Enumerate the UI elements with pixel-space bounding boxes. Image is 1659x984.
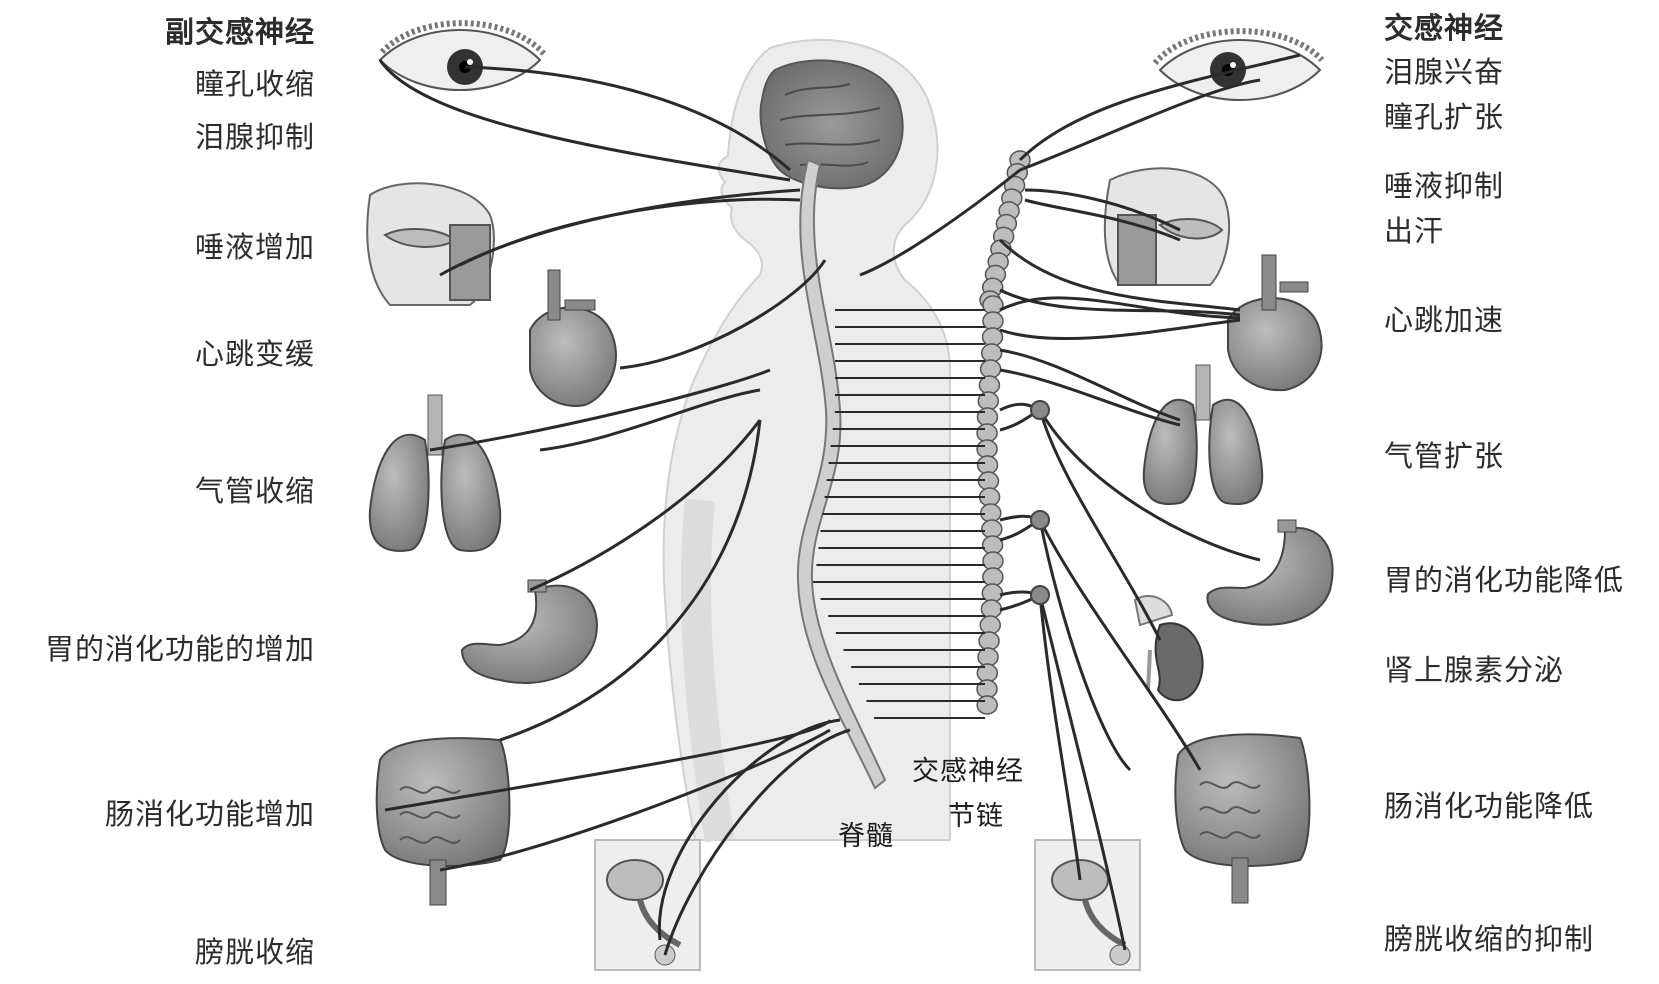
lungs-icon bbox=[370, 395, 500, 551]
ganglion-node bbox=[980, 616, 1000, 634]
heart-icon-right bbox=[1228, 255, 1322, 390]
effect-bronchi-constrict: 气管收缩 bbox=[195, 477, 315, 506]
bladder-icon-right bbox=[1035, 840, 1140, 970]
intestine-icon bbox=[377, 738, 510, 905]
effect-bladder-contract: 膀胱收缩 bbox=[195, 938, 315, 967]
stomach-icon-right bbox=[1207, 520, 1332, 625]
effect-adrenaline-secretion: 肾上腺素分泌 bbox=[1384, 656, 1564, 685]
sympathetic-chain-label-line2: 节链 bbox=[948, 803, 1004, 830]
mouth-icon bbox=[367, 183, 494, 305]
heart-icon bbox=[530, 270, 616, 406]
eye-icon-right bbox=[1155, 31, 1322, 100]
parasympathetic-title: 副交感神经 bbox=[165, 18, 315, 47]
effect-bronchi-dilate: 气管扩张 bbox=[1384, 442, 1504, 471]
ganglion-node bbox=[977, 696, 997, 714]
effect-heart-slow: 心跳变缓 bbox=[195, 340, 315, 369]
sympathetic-title: 交感神经 bbox=[1384, 14, 1504, 43]
effect-intestine-decrease: 肠消化功能降低 bbox=[1384, 792, 1594, 821]
effect-pupil-dilate: 瞳孔扩张 bbox=[1384, 103, 1504, 132]
effect-lacrimal-excite: 泪腺兴奋 bbox=[1384, 58, 1504, 87]
effect-bladder-inhibit: 膀胱收缩的抑制 bbox=[1384, 925, 1594, 954]
sympathetic-chain-label-line1: 交感神经 bbox=[912, 758, 1024, 785]
mouth-icon-right bbox=[1105, 168, 1229, 285]
spinal-cord-label: 脊髓 bbox=[838, 823, 894, 850]
effect-lacrimal-inhibit: 泪腺抑制 bbox=[195, 123, 315, 152]
effect-heart-accelerate: 心跳加速 bbox=[1384, 306, 1504, 335]
effect-saliva-increase: 唾液增加 bbox=[195, 233, 315, 262]
stomach-icon bbox=[462, 580, 597, 683]
lungs-icon-right bbox=[1144, 365, 1262, 504]
effect-pupil-constrict: 瞳孔收缩 bbox=[195, 70, 315, 99]
effect-intestine-increase: 肠消化功能增加 bbox=[105, 800, 315, 829]
eye-icon bbox=[380, 23, 545, 90]
effect-stomach-increase: 胃的消化功能的增加 bbox=[45, 635, 315, 664]
brain-icon bbox=[761, 60, 903, 188]
effect-saliva-inhibit: 唾液抑制 bbox=[1384, 172, 1504, 201]
effect-sweating: 出汗 bbox=[1384, 217, 1444, 246]
ganglion-node bbox=[981, 360, 1001, 378]
effect-stomach-decrease: 胃的消化功能降低 bbox=[1384, 566, 1624, 595]
sympathetic-chain bbox=[977, 151, 1030, 714]
